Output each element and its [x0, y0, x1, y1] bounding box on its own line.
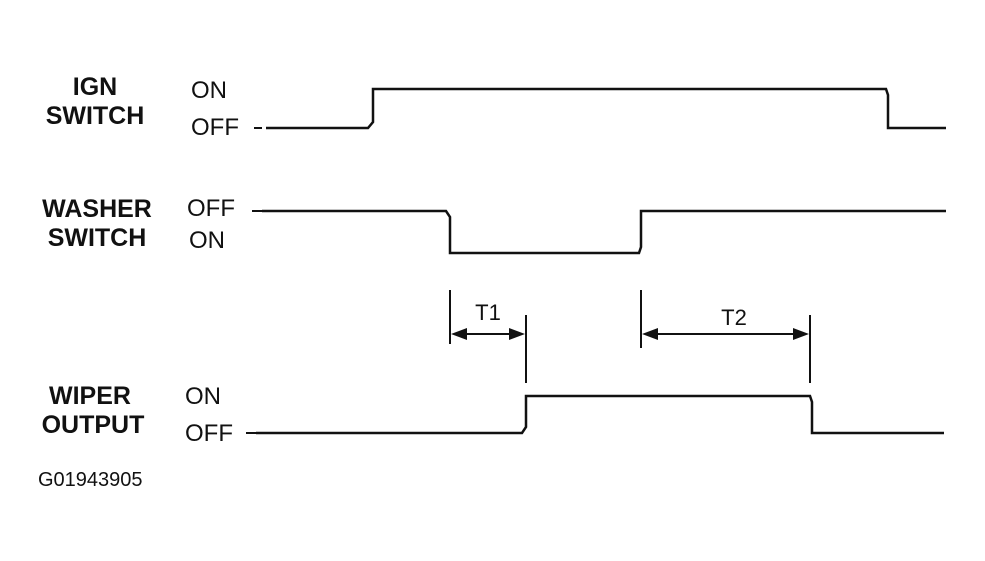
- t2-label: T2: [721, 305, 747, 330]
- wiper-output-name-line1: WIPER: [49, 382, 131, 410]
- wiper-output-name-line2: OUTPUT: [42, 411, 145, 439]
- washer-switch-name-line1: WASHER: [42, 195, 152, 223]
- wiper-output-low-state-label: OFF: [185, 420, 233, 447]
- t2-right-arrowhead: [793, 328, 809, 340]
- ign-switch-name-line2: SWITCH: [46, 102, 145, 130]
- wiper-output-high-state-label: ON: [185, 383, 221, 410]
- ign-switch-waveform: [266, 87, 946, 130]
- ign-switch-name-line1: IGN: [73, 73, 117, 101]
- t1-left-arrowhead: [451, 328, 467, 340]
- washer-switch-waveform: [262, 209, 946, 255]
- t2-left-arrowhead: [642, 328, 658, 340]
- wiper-output-signal: WIPER OUTPUT ON OFF: [42, 382, 944, 447]
- wiper-output-waveform: [256, 394, 944, 435]
- washer-switch-signal: WASHER SWITCH OFF ON: [42, 195, 946, 255]
- washer-switch-name-line2: SWITCH: [48, 224, 147, 252]
- ign-switch-low-state-label: OFF: [191, 114, 239, 141]
- washer-switch-low-state-label: ON: [189, 227, 225, 254]
- interval-markers: T1 T2: [449, 290, 811, 383]
- figure-code: G01943905: [38, 469, 143, 491]
- ign-switch-signal: IGN SWITCH ON OFF: [46, 73, 946, 141]
- t1-right-arrowhead: [509, 328, 525, 340]
- washer-switch-high-state-label: OFF: [187, 195, 235, 222]
- t1-label: T1: [475, 300, 501, 325]
- ign-switch-high-state-label: ON: [191, 77, 227, 104]
